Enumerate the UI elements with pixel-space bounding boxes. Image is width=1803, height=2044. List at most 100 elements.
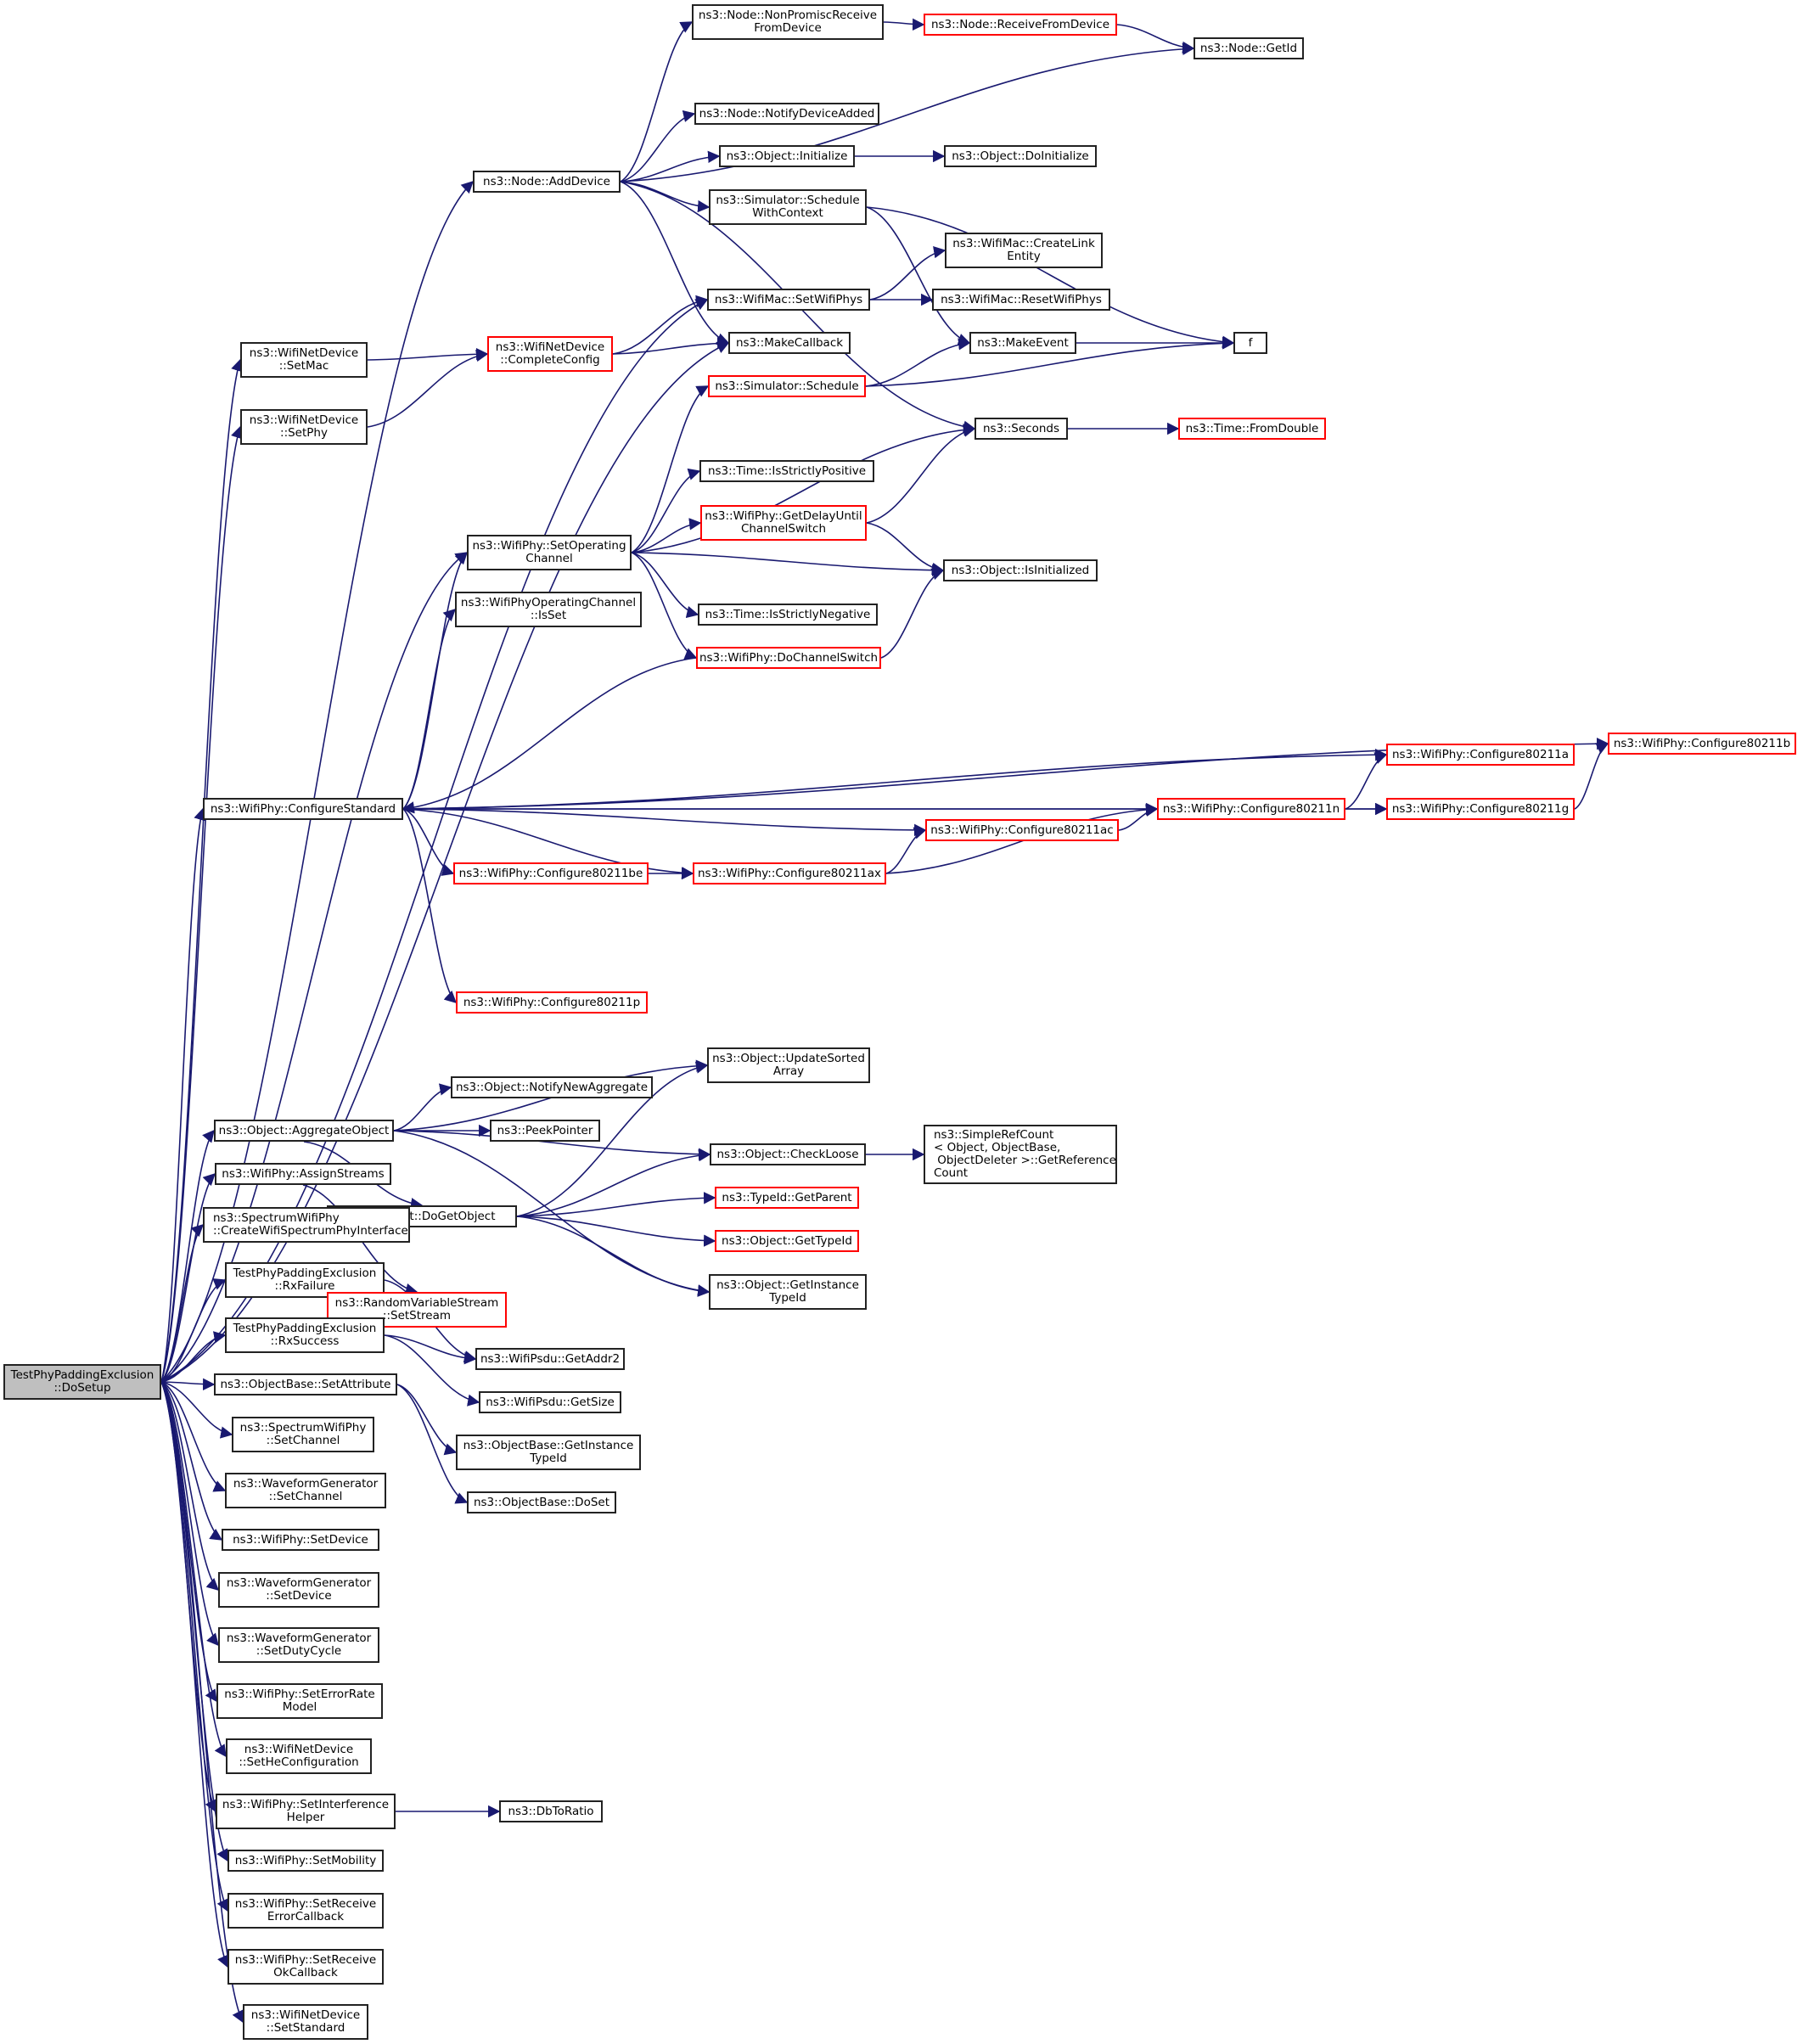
node-aggregate-object[interactable]: ns3::Object::AggregateObject (214, 1120, 394, 1142)
node-configure-80211g[interactable]: ns3::WifiPhy::Configure80211g (1386, 798, 1575, 820)
edge-root-to-wgSetDevice (160, 1381, 220, 1591)
edge-doChannelSwitch-to-isInitialized (880, 568, 945, 659)
node-configure-80211a[interactable]: ns3::WifiPhy::Configure80211a (1386, 744, 1575, 766)
node-schedule-with-context[interactable]: ns3::Simulator::Schedule WithContext (709, 189, 867, 225)
edge-setOperatingChannel-to-seconds (631, 424, 976, 553)
edge-getDelayUntil-to-seconds (866, 424, 976, 524)
node-simulator-schedule[interactable]: ns3::Simulator::Schedule (708, 375, 866, 397)
node-set-wifi-phys[interactable]: ns3::WifiMac::SetWifiPhys (707, 289, 870, 311)
node-non-promisc-receive-from-device[interactable]: ns3::Node::NonPromiscReceive FromDevice (692, 4, 884, 40)
node-set-phy[interactable]: ns3::WifiNetDevice ::SetPhy (240, 409, 368, 445)
node-peek-pointer[interactable]: ns3::PeekPointer (490, 1120, 600, 1142)
node-waveform-generator-set-duty-cycle[interactable]: ns3::WaveformGenerator ::SetDutyCycle (218, 1627, 379, 1663)
node-create-wifi-spectrum-phy-interface[interactable]: ns3::SpectrumWifiPhy ::CreateWifiSpectru… (203, 1207, 410, 1243)
edge-root-to-wgSetDutyCycle (160, 1381, 219, 1647)
edge-root-to-rxFailure (160, 1278, 227, 1383)
edge-simSchedule-to-makeEvent (865, 338, 971, 387)
node-object-get-type-id[interactable]: ns3::Object::GetTypeId (715, 1230, 859, 1252)
edge-receiveFromDevice-to-getId (1116, 24, 1195, 54)
edge-root-to-wpSetDevice (160, 1381, 223, 1541)
node-seconds[interactable]: ns3::Seconds (975, 418, 1068, 440)
node-configure-standard[interactable]: ns3::WifiPhy::ConfigureStandard (203, 798, 403, 820)
edge-cfg80211ac-to-cfg80211n (1118, 804, 1159, 831)
node-set-receive-ok-callback[interactable]: ns3::WifiPhy::SetReceive OkCallback (227, 1949, 384, 1985)
node-create-link-entity[interactable]: ns3::WifiMac::CreateLink Entity (945, 233, 1103, 268)
node-object-initialize[interactable]: ns3::Object::Initialize (719, 145, 855, 167)
node-rx-failure[interactable]: TestPhyPaddingExclusion ::RxFailure (225, 1262, 385, 1298)
node-set-standard[interactable]: ns3::WifiNetDevice ::SetStandard (243, 2004, 368, 2040)
edge-simSchedule-to-f (865, 337, 1235, 387)
node-node-add-device[interactable]: ns3::Node::AddDevice (473, 171, 621, 193)
node-object-base-do-set[interactable]: ns3::ObjectBase::DoSet (467, 1491, 616, 1513)
node-wifi-phy-set-device[interactable]: ns3::WifiPhy::SetDevice (222, 1529, 379, 1551)
node-configure-80211p[interactable]: ns3::WifiPhy::Configure80211p (456, 991, 648, 1014)
node-configure-80211be[interactable]: ns3::WifiPhy::Configure80211be (453, 862, 649, 884)
edge-setOperatingChannel-to-isStrictlyPositive (631, 468, 701, 553)
edge-doGetObject-to-getTypeId (516, 1216, 716, 1247)
node-waveform-generator-set-device[interactable]: ns3::WaveformGenerator ::SetDevice (218, 1572, 379, 1608)
node-configure-80211b[interactable]: ns3::WifiPhy::Configure80211b (1608, 733, 1796, 755)
edge-addDevice-to-getId (620, 42, 1195, 182)
edge-addDevice-to-scheduleWithContext (620, 181, 711, 213)
node-object-do-initialize[interactable]: ns3::Object::DoInitialize (944, 145, 1097, 167)
node-object-base-get-instance-type-id[interactable]: ns3::ObjectBase::GetInstance TypeId (456, 1435, 641, 1470)
node-notify-new-aggregate[interactable]: ns3::Object::NotifyNewAggregate (451, 1076, 653, 1098)
node-rx-success[interactable]: TestPhyPaddingExclusion ::RxSuccess (225, 1317, 385, 1353)
node-set-mac[interactable]: ns3::WifiNetDevice ::SetMac (240, 342, 368, 378)
node-wifi-psdu-get-addr2[interactable]: ns3::WifiPsdu::GetAddr2 (475, 1348, 625, 1370)
node-set-interference-helper[interactable]: ns3::WifiPhy::SetInterference Helper (216, 1794, 396, 1829)
edge-setMac-to-completeConfig (367, 347, 489, 361)
node-object-get-instance-type-id[interactable]: ns3::Object::GetInstance TypeId (709, 1274, 867, 1310)
edge-cfg80211ax-to-cfg80211n (885, 803, 1159, 874)
node-random-variable-stream-set-stream[interactable]: ns3::RandomVariableStream ::SetStream (327, 1292, 507, 1328)
node-typeid-get-parent[interactable]: ns3::TypeId::GetParent (715, 1187, 859, 1209)
node-from-double[interactable]: ns3::Time::FromDouble (1178, 418, 1326, 440)
node-db-to-ratio[interactable]: ns3::DbToRatio (499, 1800, 603, 1822)
edge-configureStandard-to-cfg80211p (402, 808, 458, 1003)
edge-root-to-setReceiveOkCallback (160, 1381, 229, 1968)
edge-scheduleWithContext-to-makeEvent (866, 206, 971, 345)
node-configure-80211ax[interactable]: ns3::WifiPhy::Configure80211ax (693, 862, 886, 884)
node-configure-80211ac[interactable]: ns3::WifiPhy::Configure80211ac (925, 819, 1119, 841)
node-is-strictly-negative[interactable]: ns3::Time::IsStrictlyNegative (698, 604, 878, 626)
edge-root-to-createWifiSpectrum (160, 1224, 205, 1383)
node-wifi-psdu-get-size[interactable]: ns3::WifiPsdu::GetSize (479, 1391, 621, 1413)
node-do-channel-switch[interactable]: ns3::WifiPhy::DoChannelSwitch (696, 647, 881, 669)
node-set-receive-error-callback[interactable]: ns3::WifiPhy::SetReceive ErrorCallback (227, 1893, 384, 1929)
node-set-mobility[interactable]: ns3::WifiPhy::SetMobility (227, 1850, 384, 1872)
edge-setOperatingChannel-to-simSchedule (631, 385, 710, 553)
edge-completeConfig-to-makeCallback (612, 337, 730, 355)
node-set-he-configuration[interactable]: ns3::WifiNetDevice ::SetHeConfiguration (226, 1738, 372, 1774)
node-object-base-set-attribute[interactable]: ns3::ObjectBase::SetAttribute (214, 1373, 397, 1395)
node-notify-device-added[interactable]: ns3::Node::NotifyDeviceAdded (694, 103, 879, 125)
edge-addDevice-to-notifyDeviceAdded (620, 110, 696, 182)
edge-addDevice-to-nonPromisc (620, 21, 694, 182)
node-reset-wifi-phys[interactable]: ns3::WifiMac::ResetWifiPhys (932, 289, 1110, 311)
node-make-event[interactable]: ns3::MakeEvent (969, 332, 1076, 354)
node-receive-from-device[interactable]: ns3::Node::ReceiveFromDevice (924, 14, 1117, 36)
node-assign-streams[interactable]: ns3::WifiPhy::AssignStreams (215, 1163, 391, 1185)
node-configure-80211n[interactable]: ns3::WifiPhy::Configure80211n (1157, 798, 1345, 820)
edge-setOperatingChannel-to-isStrictlyNegative (631, 552, 699, 619)
node-make-callback[interactable]: ns3::MakeCallback (728, 332, 851, 354)
node-is-strictly-positive[interactable]: ns3::Time::IsStrictlyPositive (699, 460, 874, 482)
node-is-initialized[interactable]: ns3::Object::IsInitialized (943, 559, 1098, 581)
node-f[interactable]: f (1233, 332, 1267, 354)
node-get-id[interactable]: ns3::Node::GetId (1194, 37, 1304, 59)
node-root-doSetup[interactable]: TestPhyPaddingExclusion ::DoSetup (3, 1364, 161, 1400)
node-check-loose[interactable]: ns3::Object::CheckLoose (710, 1143, 866, 1165)
node-simple-ref-count-get-reference-count[interactable]: ns3::SimpleRefCount < Object, ObjectBase… (924, 1125, 1117, 1184)
node-spectrum-wifi-phy-set-channel[interactable]: ns3::SpectrumWifiPhy ::SetChannel (232, 1417, 374, 1452)
node-get-delay-until-channel-switch[interactable]: ns3::WifiPhy::GetDelayUntil ChannelSwitc… (700, 505, 867, 541)
node-set-operating-channel[interactable]: ns3::WifiPhy::SetOperating Channel (467, 535, 632, 570)
node-set-error-rate-model[interactable]: ns3::WifiPhy::SetErrorRate Model (216, 1683, 383, 1719)
node-update-sorted-array[interactable]: ns3::Object::UpdateSorted Array (707, 1047, 870, 1083)
edge-rxSuccess-to-getAddr2 (384, 1334, 477, 1365)
edge-setOperatingChannel-to-getDelayUntil (631, 518, 702, 553)
edge-configureStandard-to-cfg80211be (402, 808, 455, 876)
node-waveform-generator-set-channel[interactable]: ns3::WaveformGenerator ::SetChannel (225, 1473, 386, 1508)
edge-setPhy-to-completeConfig (367, 349, 489, 428)
node-complete-config[interactable]: ns3::WifiNetDevice ::CompleteConfig (487, 336, 613, 372)
node-operating-channel-is-set[interactable]: ns3::WifiPhyOperatingChannel ::IsSet (455, 592, 642, 627)
